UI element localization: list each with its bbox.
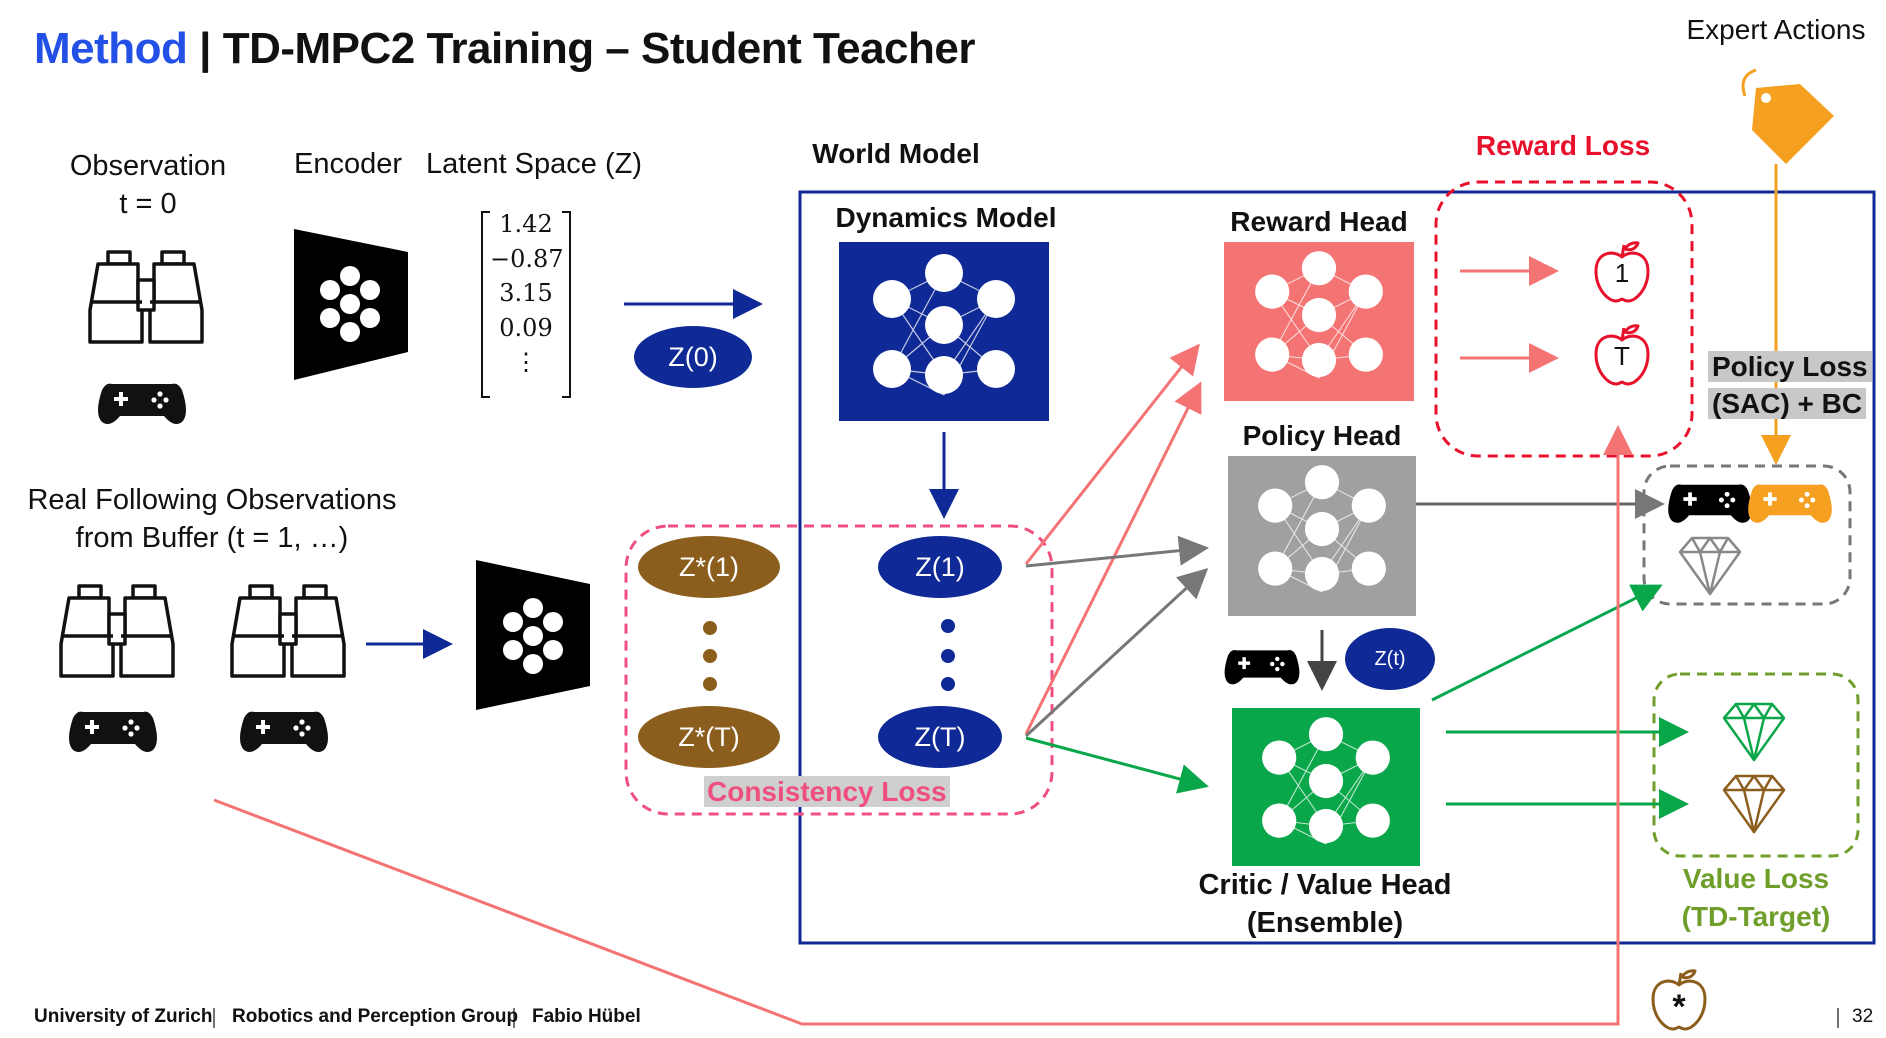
title-rest: TD-MPC2 Training – Student Teacher	[222, 24, 976, 73]
latent-value-0: 1.42	[499, 210, 553, 238]
gamepad-icon-buffer-2	[240, 711, 328, 752]
consistency-loss-label: Consistency Loss	[704, 774, 950, 810]
arrow-z1-to-reward	[1024, 343, 1200, 565]
critic-label-line-1: Critic / Value Head	[1198, 869, 1452, 901]
consistency-loss-frame	[624, 524, 1054, 816]
observation-label: Observation t = 0	[60, 148, 236, 223]
reward-mark-target: *	[1672, 988, 1686, 1026]
arrow-zT-to-critic	[1025, 736, 1209, 794]
latent-value-3: 0.09	[499, 313, 553, 342]
pill-zstar-1: Z*(1)	[638, 536, 780, 598]
page-number: 32	[1852, 1006, 1874, 1027]
arrow-z1-to-policy	[1025, 535, 1209, 568]
price-tag-icon	[1741, 68, 1834, 164]
reward-loss-frame	[1434, 180, 1694, 458]
policy-loss-label: Policy Loss (SAC) + BC	[1708, 348, 1872, 422]
arrow-zT-to-reward	[1024, 381, 1202, 735]
arrow-buffer-to-reward-target	[213, 425, 1633, 1026]
pill-z1: Z(1)	[878, 536, 1002, 598]
latent-vector-brackets	[481, 211, 571, 398]
policy-head-box	[1228, 456, 1416, 616]
reward-head-box	[1224, 242, 1414, 401]
blue-ellipsis-dots	[941, 619, 955, 691]
diamond-icon-gray	[1678, 536, 1742, 596]
pill-zstar-T: Z*(T)	[638, 706, 780, 768]
latent-value-1: −0.87	[490, 244, 564, 273]
binoculars-icon-t0	[88, 250, 204, 344]
gamepad-icon-critic-input	[1224, 650, 1300, 685]
gamepad-icon-student	[1668, 484, 1752, 523]
latent-value-4: ⋮	[514, 348, 538, 376]
binoculars-icon-buffer-1	[59, 584, 175, 678]
pill-zt: Z(t)	[1345, 628, 1435, 690]
policy-head-label: Policy Head	[1242, 420, 1402, 451]
value-loss-line-1: Value Loss	[1682, 863, 1830, 894]
pill-zT: Z(T)	[878, 706, 1002, 768]
slide-title: Method | TD-MPC2 Training – Student Teac…	[34, 24, 975, 74]
real-observations-line-1: Real Following Observations	[27, 484, 397, 516]
critic-head-box	[1232, 708, 1420, 866]
gamepad-icon-t0	[98, 383, 186, 424]
binoculars-icon-buffer-2	[230, 584, 346, 678]
footer-separators	[213, 1008, 1839, 1028]
encoder-bottom-icon	[476, 560, 590, 710]
gamepad-icon-expert	[1748, 484, 1832, 523]
reward-mark-T: T	[1614, 341, 1630, 371]
critic-label-line-2: (Ensemble)	[1246, 907, 1404, 939]
real-observations-label: Real Following Observations from Buffer …	[16, 482, 408, 557]
arrow-zT-to-policy	[1024, 567, 1209, 738]
footer-author: Fabio Hübel	[532, 1006, 641, 1027]
latent-vector: 1.42 −0.87 3.15 0.09 ⋮	[490, 207, 564, 380]
encoder-label: Encoder	[293, 148, 402, 180]
pill-z0: Z(0)	[634, 326, 752, 388]
dynamics-model-label: Dynamics Model	[835, 202, 1057, 233]
encoder-top-icon	[294, 229, 408, 380]
world-model-frame	[798, 190, 1876, 945]
value-loss-frame	[1652, 672, 1860, 858]
value-loss-label: Value Loss (TD-Target)	[1648, 860, 1864, 936]
consistency-loss-text: Consistency Loss	[704, 776, 950, 807]
latent-value-2: 3.15	[499, 279, 553, 307]
gamepad-icon-buffer-1	[69, 711, 157, 752]
critic-label: Critic / Value Head (Ensemble)	[1180, 866, 1470, 942]
policy-loss-frame	[1642, 464, 1852, 606]
diamond-icon-green	[1722, 702, 1786, 762]
world-model-label: World Model	[812, 138, 980, 169]
reward-mark-1: 1	[1614, 258, 1630, 288]
real-observations-line-2: from Buffer (t = 1, …)	[75, 521, 349, 554]
arrow-critic-to-policy-loss	[1431, 584, 1663, 702]
observation-label-line: Observation	[69, 150, 227, 182]
policy-loss-line-1: Policy Loss	[1708, 351, 1872, 382]
expert-actions-label: Expert Actions	[1686, 14, 1866, 45]
title-separator: |	[199, 24, 211, 73]
footer-group: Robotics and Perception Group	[232, 1006, 519, 1027]
policy-loss-line-2: (SAC) + BC	[1708, 388, 1867, 419]
observation-time-label: t = 0	[119, 187, 177, 220]
latent-space-label: Latent Space (Z)	[426, 148, 642, 180]
title-method: Method	[34, 24, 188, 73]
dynamics-model-box	[839, 242, 1049, 421]
reward-head-label: Reward Head	[1230, 206, 1408, 237]
value-loss-line-2: (TD-Target)	[1681, 901, 1831, 932]
reward-loss-label: Reward Loss	[1475, 130, 1651, 161]
footer-university: University of Zurich	[34, 1006, 213, 1027]
diamond-icon-brown	[1722, 774, 1786, 834]
brown-ellipsis-dots	[703, 621, 717, 691]
